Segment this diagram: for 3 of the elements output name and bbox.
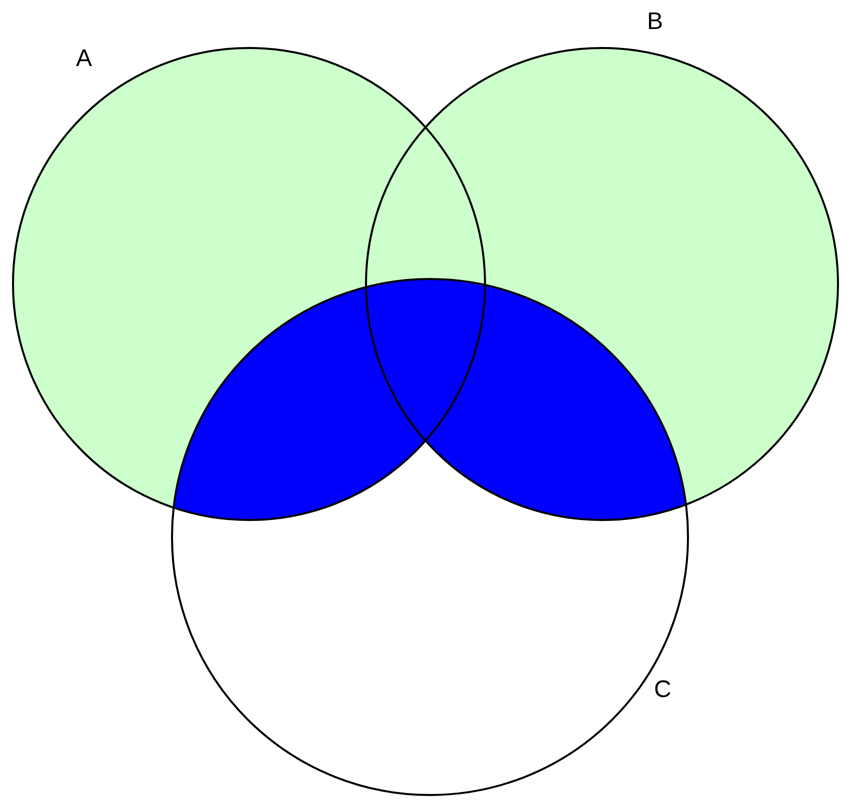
set-label: A xyxy=(76,46,92,72)
set-label: B xyxy=(647,9,664,35)
set-label: C xyxy=(654,677,672,703)
